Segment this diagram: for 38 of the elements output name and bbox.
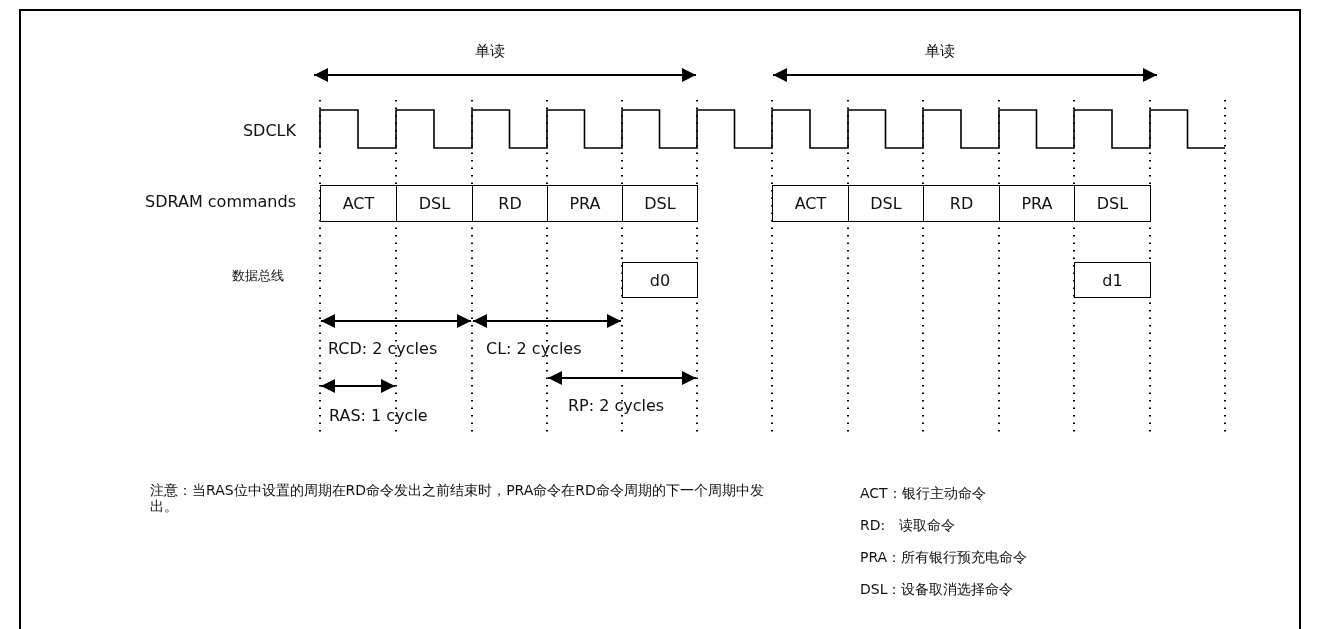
command-box [772,185,849,222]
command-text: DSL [870,194,902,213]
dimension-label: RCD: 2 cycles [328,339,438,359]
command-box [622,185,698,222]
section-label: 单读 [925,42,955,60]
legend-text: ACT：银行主动命令 [860,485,986,502]
command-box [320,185,397,222]
command-box [999,185,1075,222]
command-box [1074,185,1151,222]
legend-text: RD: 读取命令 [860,517,955,534]
command-box [923,185,1000,222]
command-text: RD [498,194,522,213]
command-text: DSL [1096,194,1129,213]
command-text: PRA [1021,194,1053,213]
command-text: DSL [644,194,676,213]
signal-label: 数据总线 [232,268,284,284]
command-text: ACT [794,194,827,213]
command-text: PRA [569,194,601,213]
data-box [622,262,698,298]
dimension-label: CL: 2 cycles [486,339,582,359]
command-text: DSL [418,194,451,213]
section-label: 单读 [475,42,505,60]
command-text: d1 [1102,270,1123,290]
data-box [1074,262,1151,298]
command-box [848,185,924,222]
command-box [472,185,548,222]
legend-text: DSL：设备取消选择命令 [860,581,1014,598]
command-box [396,185,473,222]
command-text: d0 [649,270,671,290]
command-text: ACT [342,194,375,213]
note-text: 注意：当RAS位中设置的周期在RD命令发出之前结束时，PRA命令在RD命令周期的下一个周期中发出。 [150,482,765,515]
legend-text: PRA：所有银行预充电命令 [860,549,1028,566]
dimension-label: RAS: 1 cycle [329,406,428,426]
command-box [547,185,623,222]
signal-label: SDCLK [242,121,296,141]
signal-label: SDRAM commands [145,192,296,212]
command-text: RD [949,194,974,213]
dimension-label: RP: 2 cycles [568,396,665,416]
